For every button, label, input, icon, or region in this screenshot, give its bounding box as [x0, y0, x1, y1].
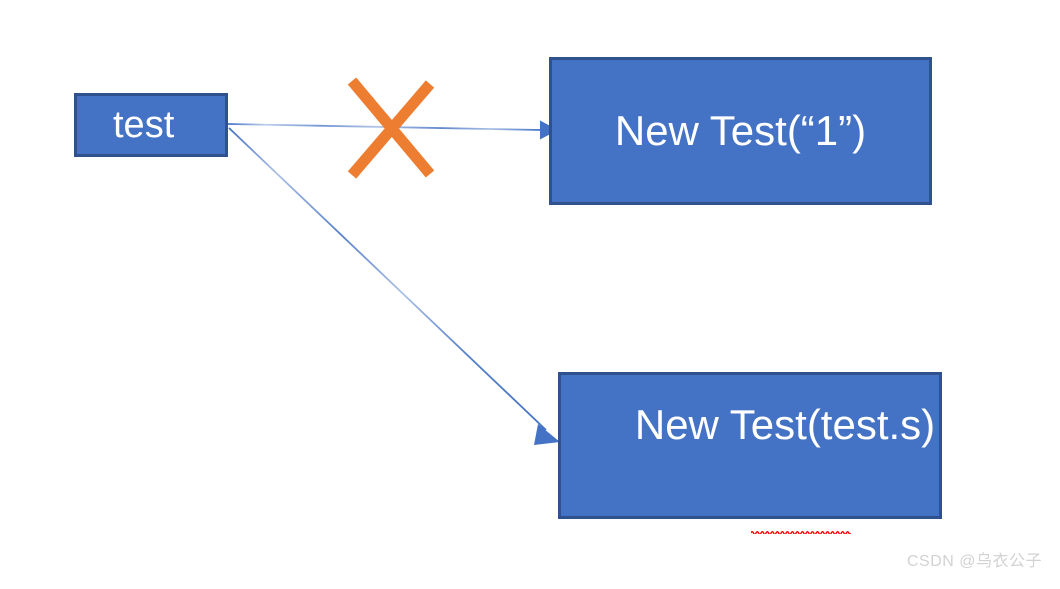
cross-stroke-a	[347, 77, 435, 178]
arrowhead-reference	[534, 424, 560, 445]
test-box-label: test	[113, 104, 175, 146]
new-test-reference-text: New Test(test.s)	[634, 400, 936, 448]
new-test-reference-box[interactable]: New Test(test.s)	[558, 372, 942, 534]
cross-stroke-b	[347, 80, 435, 179]
csdn-watermark: CSDN @乌衣公子	[906, 553, 1042, 570]
connector-to-literal	[227, 120, 558, 140]
new-test-reference-label: New Test(test.s)	[565, 362, 936, 534]
connector-line-literal	[227, 123, 542, 131]
spellcheck-squiggle-icon	[750, 530, 852, 534]
connector-line-reference	[228, 127, 547, 431]
new-test-literal-label: New Test(“1”)	[614, 107, 867, 154]
test-box[interactable]: test	[74, 93, 228, 157]
new-test-literal-box[interactable]: New Test(“1”)	[549, 57, 932, 205]
connector-to-reference	[228, 127, 560, 445]
cross-out-mark	[347, 77, 435, 179]
